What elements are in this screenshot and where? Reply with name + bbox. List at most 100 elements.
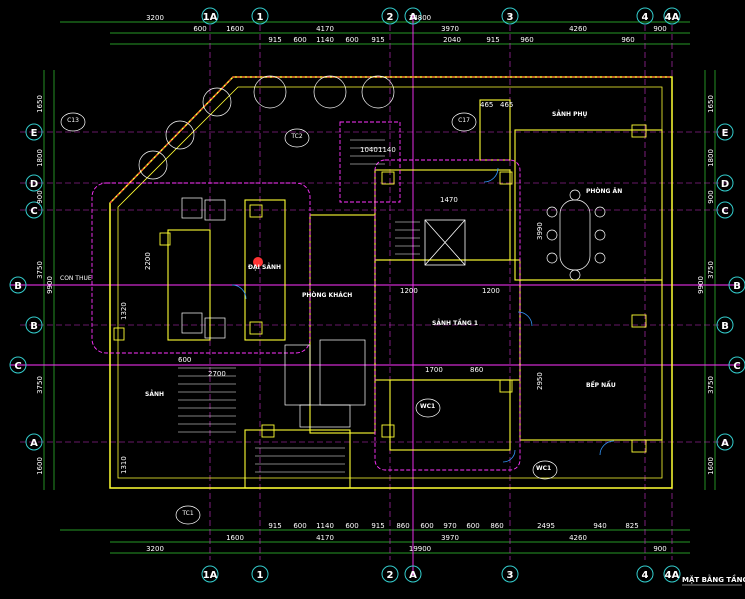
living-furniture <box>181 197 366 428</box>
dim-bottom-r2-13: 825 <box>625 522 638 530</box>
dim-bottom-r2-1: 915 <box>268 522 281 530</box>
dim-bottom-r2-10: 860 <box>490 522 503 530</box>
dim-right-5: 3750 <box>707 376 715 394</box>
room-label-phong-an: PHÒNG ĂN <box>586 188 622 195</box>
sheet-title: MẶT BẰNG TẦNG 1 <box>682 574 745 584</box>
columns <box>113 124 647 453</box>
dim-top-r1-2: 3970 <box>441 25 459 33</box>
dim-top-r2-1: 1600 <box>226 25 244 33</box>
dim-top-r1-1: 4170 <box>316 25 334 33</box>
room-label-phong-khach: PHÒNG KHÁCH <box>302 292 352 299</box>
grid-label-top-1a: 1A <box>203 12 218 23</box>
inner-dim-14: 1320 <box>120 302 128 320</box>
grid-label-top-2: 2 <box>387 12 394 23</box>
dim-bottom-r2-3: 1140 <box>316 522 334 530</box>
inner-dim-11: 2700 <box>208 370 226 378</box>
entrance-marker <box>253 257 263 267</box>
dim-left-2: 900 <box>36 190 44 203</box>
dim-top-r2-9: 960 <box>520 36 533 44</box>
inner-dim-13: 2200 <box>144 252 152 270</box>
grid-label-top-1: 1 <box>257 12 264 23</box>
room-label-dai-sanh: ĐẠI SẢNH <box>248 263 281 271</box>
tag-c13: C13 <box>67 117 79 124</box>
dim-bottom-r1-4: 900 <box>653 545 666 553</box>
grid-label-bottom-1a: 1A <box>203 570 218 581</box>
inner-dim-12: 600 <box>178 356 191 364</box>
dim-bottom-r2-7: 600 <box>420 522 433 530</box>
dim-bottom-r2-8: 970 <box>443 522 456 530</box>
grid-label-left-c-main: C <box>14 361 21 372</box>
room-label-sanh-tang1: SẢNH TẦNG 1 <box>432 318 478 327</box>
tag-circles <box>60 112 558 525</box>
grid-label-right-d: D <box>721 179 729 190</box>
dim-bottom-overall: 19900 <box>409 545 431 553</box>
dim-right-6: 1600 <box>707 457 715 475</box>
doors <box>231 167 615 463</box>
inner-dim-6: 1200 <box>482 287 500 295</box>
zone-outlines <box>91 121 521 471</box>
dim-left-1: 1800 <box>36 149 44 167</box>
dim-bottom-r1-1: 4170 <box>316 534 334 542</box>
grid-label-top-4: 4 <box>642 12 649 23</box>
dim-bottom-r2-12: 940 <box>593 522 606 530</box>
grid-bubbles <box>9 7 745 583</box>
elevator <box>424 219 466 266</box>
room-label-sanh-phu: SẢNH PHỤ <box>552 110 588 118</box>
grid-label-left-e: E <box>31 128 38 139</box>
dim-left-3: 3750 <box>36 261 44 279</box>
inner-dim-2: 1040 <box>360 146 378 154</box>
dim-bottom-r2-0: 1600 <box>226 534 244 542</box>
grid-label-bottom-1: 1 <box>257 570 264 581</box>
dim-top-r1-0: 3200 <box>146 14 164 22</box>
dim-bottom-r2-5: 915 <box>371 522 384 530</box>
dim-top-r2-6: 915 <box>371 36 384 44</box>
dim-right-1: 1800 <box>707 149 715 167</box>
inner-dim-9: 2950 <box>536 372 544 390</box>
grid-label-left-b-main: B <box>14 281 22 292</box>
grid-label-bottom-4a: 4A <box>665 570 680 581</box>
room-label-wc1-a: WC1 <box>420 403 435 410</box>
room-label-bep-nau: BẾP NẤU <box>586 381 616 389</box>
building-outline <box>109 76 673 489</box>
dim-top-r2-7: 2040 <box>443 36 461 44</box>
inner-dim-4: 1470 <box>440 196 458 204</box>
grid-label-right-c-main: C <box>733 361 740 372</box>
dim-top-r1-4: 900 <box>653 25 666 33</box>
dim-bottom-r2-6: 860 <box>396 522 409 530</box>
dim-top-r2-10: 960 <box>621 36 634 44</box>
dim-left-5: 3750 <box>36 376 44 394</box>
room-label-wc1-b: WC1 <box>536 465 551 472</box>
grid-label-right-e: E <box>722 128 729 139</box>
dim-left-6: 1600 <box>36 457 44 475</box>
dim-bottom-r2-11: 2495 <box>537 522 555 530</box>
inner-dim-8: 860 <box>470 366 483 374</box>
stairs <box>178 139 420 473</box>
grid-label-bottom-3: 3 <box>507 570 514 581</box>
dim-left-4: 9900 <box>46 276 54 294</box>
tag-con-thue: CON THUE <box>60 275 92 282</box>
dimension-lines <box>43 21 716 554</box>
dining-table <box>546 189 606 281</box>
dim-top-overall: 14800 <box>409 14 431 22</box>
inner-dim-1: 465 <box>500 101 513 109</box>
grid-label-bottom-2: 2 <box>387 570 394 581</box>
dim-top-r2-5: 600 <box>345 36 358 44</box>
grid-label-right-b-main: B <box>733 281 741 292</box>
inner-dim-15: 1310 <box>120 456 128 474</box>
tag-tc1: TC1 <box>181 510 194 517</box>
site-boundary <box>109 76 672 204</box>
dim-bottom-r1-0: 3200 <box>146 545 164 553</box>
inner-dim-10: 3990 <box>536 222 544 240</box>
grid-label-bottom-4: 4 <box>642 570 649 581</box>
room-label-sanh: SẢNH <box>145 390 164 398</box>
grid-label-top-a: A <box>409 12 417 23</box>
dim-left-0: 1650 <box>36 95 44 113</box>
dim-top-r2-4: 1140 <box>316 36 334 44</box>
dim-right-3: 3750 <box>707 261 715 279</box>
grid-label-right-c: C <box>721 206 728 217</box>
dim-bottom-r2-2: 600 <box>293 522 306 530</box>
dim-bottom-r2-9: 600 <box>466 522 479 530</box>
grid-label-left-d: D <box>30 179 38 190</box>
